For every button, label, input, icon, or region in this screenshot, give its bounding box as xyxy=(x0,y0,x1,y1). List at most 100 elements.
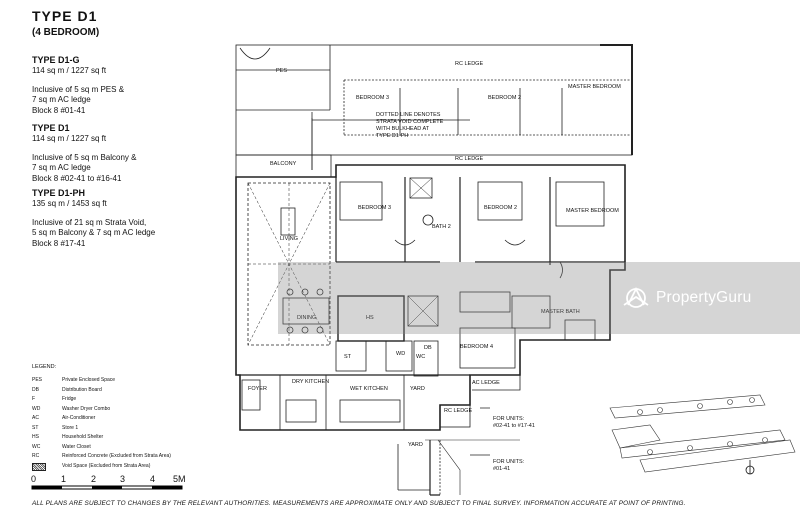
label-yard: YARD xyxy=(410,386,425,392)
store-box xyxy=(407,295,439,327)
unit-note: Inclusive of 5 sq m PES & xyxy=(32,84,125,94)
unit-note: 7 sq m AC ledge xyxy=(32,163,91,173)
label-wc: WC xyxy=(416,354,425,360)
label-living: LIVING xyxy=(280,236,298,242)
unit-info-d1ph: TYPE D1-PH 135 sq m / 1453 sq ft Inclusi… xyxy=(32,188,227,249)
wc-room xyxy=(413,340,439,377)
foyer-door xyxy=(241,379,261,411)
legend-code: PES xyxy=(32,377,43,383)
bed-bedroom2 xyxy=(477,181,523,221)
wardrobe xyxy=(459,291,511,313)
label-ac-ledge: AC LEDGE xyxy=(472,380,500,386)
legend-code: RC xyxy=(32,453,40,459)
st-room xyxy=(335,340,367,372)
unit-name: TYPE D1-PH xyxy=(32,188,86,198)
legend-item: PES Private Enclosed Space xyxy=(32,376,171,386)
label-foyer: FOYER xyxy=(248,386,267,392)
strata-note-line: DOTTED LINE DENOTES xyxy=(376,112,441,118)
wd-area xyxy=(385,340,413,372)
legend-code: F xyxy=(32,396,36,402)
watermark-brand: PropertyGuru xyxy=(656,289,752,306)
unit-name: TYPE D1 xyxy=(32,123,70,133)
legend-item: Void Space (Excluded from Strata Area) xyxy=(32,462,171,472)
bed-bedroom3 xyxy=(339,181,383,221)
scale-tick: 0 xyxy=(31,474,37,484)
scale-tick: 4 xyxy=(150,474,156,484)
legend-code: WD xyxy=(32,405,41,412)
label-dry-kitchen: DRY KITCHEN xyxy=(292,379,329,385)
watermark-band xyxy=(278,262,800,334)
plan-subtitle: (4 BEDROOM) xyxy=(32,27,100,38)
unit-area: 135 sq m / 1453 sq ft xyxy=(32,199,107,209)
unit-note: Inclusive of 5 sq m Balcony & xyxy=(32,152,137,162)
scale-tick: 5M xyxy=(173,474,186,484)
label-yard-lower: YARD xyxy=(408,442,423,448)
label-dining: DINING xyxy=(297,315,316,321)
label-pes: PES xyxy=(276,68,287,74)
label-units-lower-heading: FOR UNITS: xyxy=(493,459,525,465)
unit-info-d1g: TYPE D1-G 114 sq m / 1227 sq ft Inclusiv… xyxy=(32,55,227,116)
hs-room xyxy=(337,295,405,342)
unit-info-d1: TYPE D1 114 sq m / 1227 sq ft Inclusive … xyxy=(32,123,227,184)
label-balcony: BALCONY xyxy=(270,161,297,167)
fridge-counter xyxy=(285,399,317,423)
legend-code: DB xyxy=(32,386,39,393)
legend-desc: Washer Dryer Combo xyxy=(62,405,111,412)
label-units-lower: #01-41 xyxy=(493,466,510,472)
label-bedroom2: BEDROOM 2 xyxy=(484,205,517,211)
void-space-symbol-icon xyxy=(32,462,46,471)
legend-desc: Reinforced Concrete (Excluded from Strat… xyxy=(62,453,171,459)
key-plan xyxy=(609,394,796,473)
label-bedroom3: BEDROOM 3 xyxy=(358,205,391,211)
unit-area: 114 sq m / 1227 sq ft xyxy=(32,134,107,144)
bedroom4-outline xyxy=(459,327,516,369)
unit-note: Block 8 #17-41 xyxy=(32,238,86,248)
label-units-upper: #02-41 to #17-41 xyxy=(493,423,535,429)
rc-ledge-box xyxy=(439,404,471,428)
unit-note: Block 8 #01-41 xyxy=(32,105,86,115)
legend-code: WC xyxy=(32,443,41,450)
unit-note: Inclusive of 21 sq m Strata Void, xyxy=(32,217,147,227)
label-hs: HS xyxy=(366,315,374,321)
shower-bath2 xyxy=(409,177,433,199)
label-wd: WD xyxy=(396,351,405,357)
strata-note-line: STRATA VOID COMPLETE xyxy=(376,119,444,125)
scale-tick: 2 xyxy=(91,474,97,484)
legend-desc: Store 1 xyxy=(62,424,79,431)
legend: PES Private Enclosed Space DB Distribution… xyxy=(32,376,171,471)
legend-desc: Household Shelter xyxy=(62,434,104,440)
label-st: ST xyxy=(344,354,352,360)
scale-tick: 3 xyxy=(120,474,126,484)
label-units-upper-heading: FOR UNITS: xyxy=(493,416,525,422)
label-master-top: MASTER BEDROOM xyxy=(568,84,621,90)
unit-name: TYPE D1-G xyxy=(32,55,80,65)
legend-desc: Distribution Board xyxy=(62,386,102,393)
unit-area: 114 sq m / 1227 sq ft xyxy=(32,66,107,76)
legend-item: ST Store 1 xyxy=(32,424,171,434)
legend-code: HS xyxy=(32,434,39,440)
label-db: DB xyxy=(424,345,432,351)
disclaimer-text: ALL PLANS ARE SUBJECT TO CHANGES BY THE … xyxy=(32,500,686,507)
legend-desc: Private Enclosed Space xyxy=(62,377,116,383)
plan-title: TYPE D1 xyxy=(32,8,98,24)
legend-desc: Void Space (Excluded from Strata Area) xyxy=(62,462,151,469)
scale-tick: 1 xyxy=(61,474,67,484)
label-bedroom2-top: BEDROOM 2 xyxy=(488,95,521,101)
unit-note: 5 sq m Balcony & 7 sq m AC ledge xyxy=(32,228,156,238)
legend-code: ST xyxy=(32,424,39,431)
legend-code: AC xyxy=(32,415,39,421)
toilet-bath2 xyxy=(422,214,434,226)
unit-note: Block 8 #02-41 to #16-41 xyxy=(32,173,122,183)
master-bath-area xyxy=(511,295,551,329)
unit-note: 7 sq m AC ledge xyxy=(32,95,91,105)
north-arrow-icon xyxy=(745,460,755,475)
label-bedroom4: BEDROOM 4 xyxy=(460,344,493,350)
strata-note-line: WITH BULKHEAD AT xyxy=(376,126,430,132)
legend-item: RC Reinforced Concrete (Excluded from Str… xyxy=(32,452,171,462)
strata-note-line: TYPE D1-PH xyxy=(376,133,408,139)
tv-console xyxy=(280,207,296,236)
legend-item: DB Distribution Board xyxy=(32,386,171,396)
legend-desc: Water Closet xyxy=(62,443,91,450)
